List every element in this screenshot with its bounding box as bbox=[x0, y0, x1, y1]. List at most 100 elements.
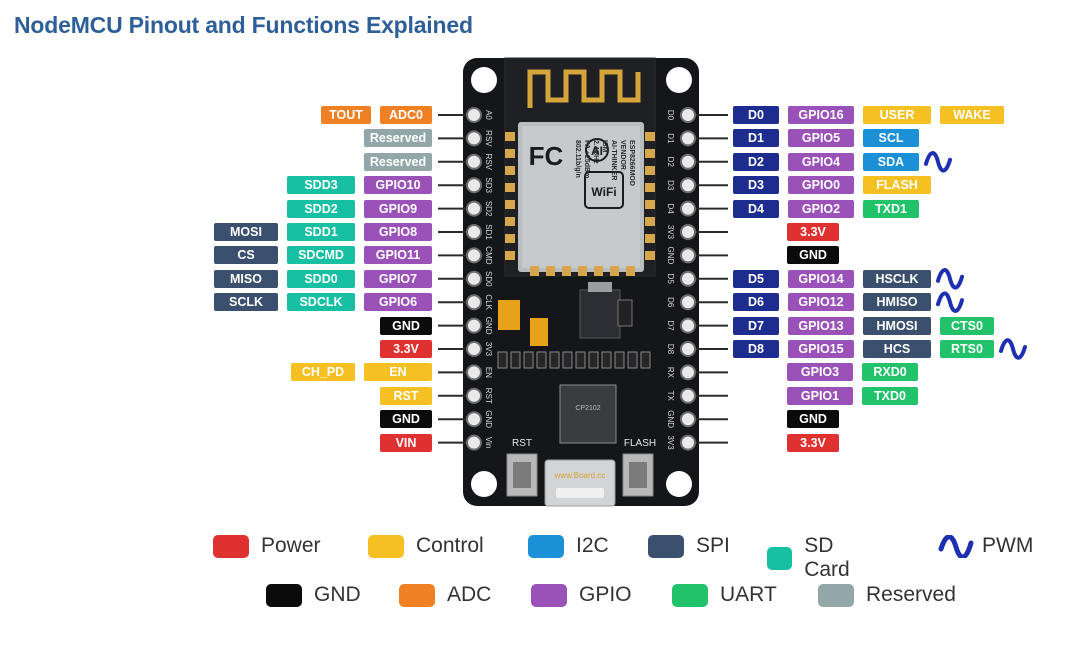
antenna-trace bbox=[527, 69, 641, 108]
right-pin-1-label-0: D1 bbox=[733, 129, 779, 148]
left-silk-label: GND bbox=[484, 410, 493, 428]
left-silk-label: CLK bbox=[484, 294, 493, 310]
right-pin-11-label-0: GPIO3 bbox=[787, 363, 853, 382]
legend-swatch bbox=[531, 583, 567, 607]
legend-swatch bbox=[368, 534, 404, 558]
legend-swatch bbox=[528, 534, 564, 558]
right-silk-label: D1 bbox=[666, 133, 675, 144]
right-pin-2-label-0: D2 bbox=[733, 152, 779, 171]
capacitor bbox=[498, 300, 520, 330]
module-pads bbox=[505, 132, 655, 276]
right-pin-hole bbox=[680, 341, 696, 357]
right-pin-hole bbox=[680, 364, 696, 381]
module-text-line: AI-THINKER bbox=[610, 140, 617, 180]
left-silk-label: RSV bbox=[484, 130, 493, 147]
legend-label: Control bbox=[416, 534, 484, 557]
silkscreen-labels: A0RSVRSVSD3SD2SD1CMDSD0CLKGND3V3ENRSTGND… bbox=[484, 110, 675, 450]
legend-label: ADC bbox=[447, 583, 492, 606]
left-pin-hole bbox=[466, 411, 482, 428]
left-pin-5-label-1: SDD1 bbox=[287, 223, 355, 241]
left-pin-7-label-2: GPIO7 bbox=[364, 269, 432, 288]
left-pin-6-label-0: CS bbox=[214, 246, 278, 265]
mount-hole-bottom-right bbox=[666, 471, 692, 497]
right-pin-3-label-2: FLASH bbox=[863, 176, 931, 195]
mount-hole-top-left bbox=[471, 67, 497, 93]
left-silk-label: CMD bbox=[484, 246, 493, 264]
right-pin-3-label-1: GPIO0 bbox=[788, 176, 854, 195]
left-pin-hole bbox=[466, 130, 482, 147]
left-pin-14-label-0: VIN bbox=[380, 433, 432, 452]
wifi-mark: WiFi bbox=[591, 185, 616, 199]
legend-item-spi: SPI bbox=[648, 534, 730, 558]
right-silk-label: D2 bbox=[666, 157, 675, 168]
left-pin-hole bbox=[466, 200, 482, 217]
right-pin-6-label-0: GND bbox=[787, 246, 839, 265]
pwm-wave-icon bbox=[936, 291, 964, 313]
legend-item-gpio: GPIO bbox=[531, 583, 632, 607]
left-pin-hole bbox=[466, 341, 482, 357]
ai-mark: AI bbox=[591, 144, 603, 158]
legend-label: Reserved bbox=[866, 583, 956, 606]
right-pin-8-label-1: GPIO12 bbox=[788, 293, 854, 312]
legend-item-pwm: PWM bbox=[938, 534, 1033, 558]
right-silk-label: 3V3 bbox=[666, 225, 675, 240]
right-pin-9-label-0: D7 bbox=[733, 316, 779, 335]
right-pin-hole bbox=[680, 387, 696, 404]
right-pin-hole bbox=[680, 270, 696, 287]
legend-item-uart: UART bbox=[672, 583, 777, 607]
legend-label: I2C bbox=[576, 534, 609, 557]
left-silk-label: SD1 bbox=[484, 224, 493, 240]
left-silk-label: SD3 bbox=[484, 177, 493, 193]
right-pin-10-label-1: GPIO15 bbox=[788, 340, 854, 358]
right-pin-7-label-2: HSCLK bbox=[863, 269, 931, 288]
mount-hole-top-right bbox=[666, 67, 692, 93]
left-silk-label: EN bbox=[484, 367, 493, 378]
legend-item-adc: ADC bbox=[399, 583, 491, 607]
left-pin-hole bbox=[466, 247, 482, 264]
smd-resistor-row bbox=[497, 351, 651, 369]
right-pin-14-label-0: 3.3V bbox=[787, 433, 839, 452]
legend-item-sd-card: SD Card bbox=[767, 534, 861, 582]
left-silk-label: RSV bbox=[484, 154, 493, 171]
right-pin-hole bbox=[680, 107, 696, 123]
right-pin-hole bbox=[680, 434, 696, 451]
module-text-line: 2.4GHz bbox=[592, 140, 599, 164]
flash-label: FLASH bbox=[624, 438, 656, 449]
legend-item-power: Power bbox=[213, 534, 321, 558]
legend-item-control: Control bbox=[368, 534, 484, 558]
legend-swatch bbox=[818, 583, 854, 607]
right-silk-label: 3V3 bbox=[666, 435, 675, 450]
right-pin-10-label-2: HCS bbox=[863, 340, 931, 358]
left-pin-5-label-0: MOSI bbox=[214, 223, 278, 241]
legend-label: PWM bbox=[982, 534, 1034, 557]
right-pin-2-label-2: SDA bbox=[863, 152, 919, 171]
legend-label: Power bbox=[261, 534, 321, 557]
right-pin-hole bbox=[680, 247, 696, 264]
right-pin-0-label-0: D0 bbox=[733, 106, 779, 124]
right-pin-7-label-0: D5 bbox=[733, 269, 779, 288]
left-pin-6-label-1: SDCMD bbox=[287, 246, 355, 265]
left-pin-8-label-2: GPIO6 bbox=[364, 293, 432, 312]
right-pin-9-label-1: GPIO13 bbox=[788, 316, 854, 335]
left-pin-0-label-0: TOUT bbox=[321, 106, 371, 124]
right-silk-label: D7 bbox=[666, 320, 675, 331]
right-pin-hole bbox=[680, 153, 696, 170]
legend-item-i2c: I2C bbox=[528, 534, 609, 558]
pwm-markers bbox=[924, 151, 1027, 360]
left-pin-2-label-0: Reserved bbox=[364, 152, 432, 171]
left-silk-label: 3V3 bbox=[484, 342, 493, 357]
right-pin-4-label-1: GPIO2 bbox=[788, 199, 854, 218]
right-pin-hole bbox=[680, 200, 696, 217]
left-pin-11-label-1: EN bbox=[364, 363, 432, 382]
legend-swatch bbox=[648, 534, 684, 558]
module-text-line: PA +25dBm bbox=[583, 140, 590, 178]
micro-usb-port[interactable] bbox=[544, 459, 616, 507]
left-pin-9-label-0: GND bbox=[380, 316, 432, 335]
legend-item-gnd: GND bbox=[266, 583, 361, 607]
right-silk-label: GND bbox=[666, 247, 675, 265]
left-silk-label: SD2 bbox=[484, 201, 493, 217]
usb-uart-chip bbox=[559, 384, 617, 444]
legend-label: GPIO bbox=[579, 583, 632, 606]
right-pin-4-label-2: TXD1 bbox=[863, 199, 919, 218]
